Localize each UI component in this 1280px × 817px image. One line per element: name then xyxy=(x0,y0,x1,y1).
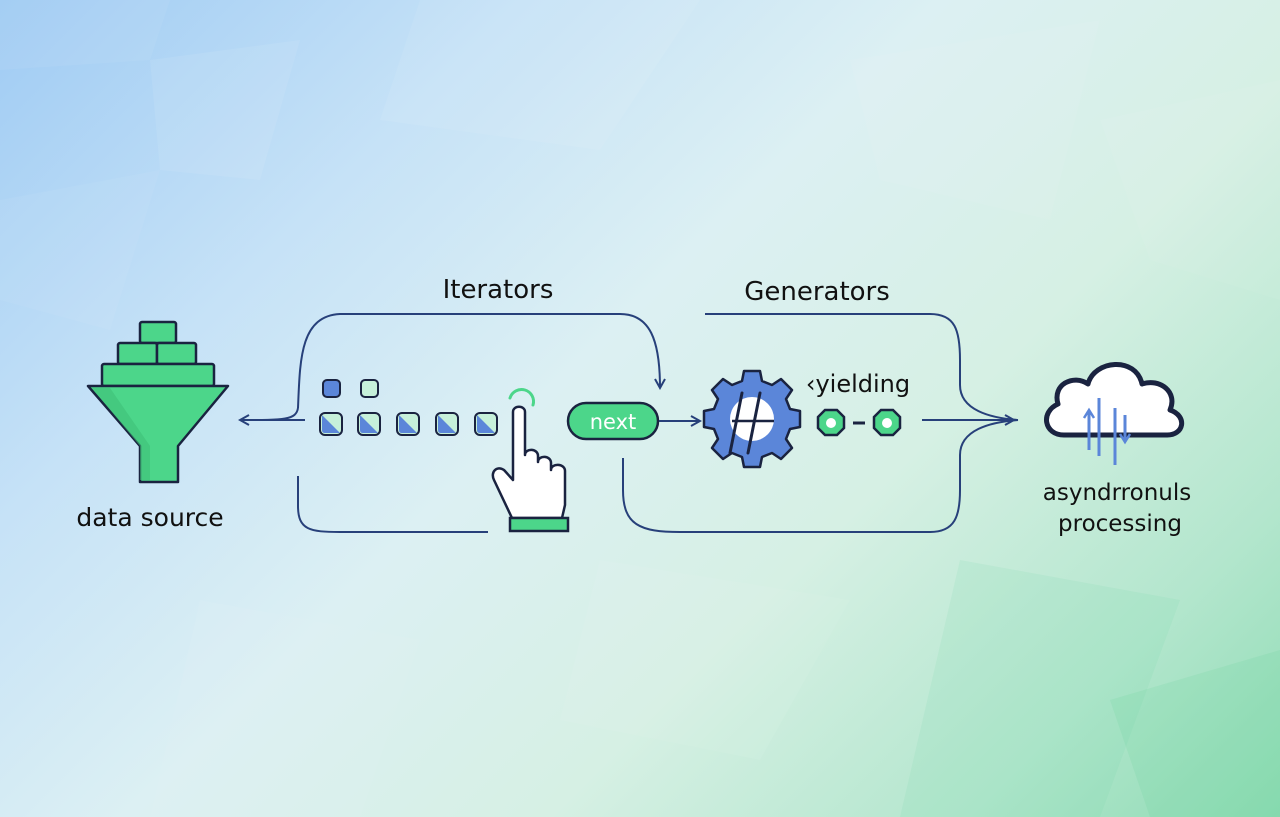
async-label-line1: asyndrronuls xyxy=(1043,480,1191,506)
iterators-title: Iterators xyxy=(443,275,554,305)
generators-top-bracket xyxy=(705,313,1019,421)
iterators-bracket-curve xyxy=(239,407,299,421)
iterator-item xyxy=(435,412,459,436)
cloud-icon xyxy=(1044,362,1184,465)
iterator-item xyxy=(319,412,343,436)
data-source-label: data source xyxy=(76,503,223,532)
funnel-icon xyxy=(86,320,230,484)
yielding-label: ‹yielding xyxy=(806,370,910,398)
iterators-bottom-bracket xyxy=(297,476,488,533)
iterator-item xyxy=(474,412,498,436)
yield-chain-icon xyxy=(816,408,902,437)
generators-bottom-bracket xyxy=(622,419,1019,533)
iterator-item xyxy=(357,412,381,436)
iterator-item xyxy=(396,412,420,436)
next-label: next xyxy=(590,410,637,434)
async-label-line2: processing xyxy=(1058,511,1182,537)
gear-icon xyxy=(702,369,802,469)
pointer-hand-icon xyxy=(491,388,570,533)
iterator-items xyxy=(319,379,498,436)
iterators-loop-arrow xyxy=(297,313,660,409)
iterator-item xyxy=(322,379,341,398)
iterator-item xyxy=(360,379,379,398)
next-button[interactable]: next xyxy=(566,401,660,441)
generators-title: Generators xyxy=(744,277,890,307)
